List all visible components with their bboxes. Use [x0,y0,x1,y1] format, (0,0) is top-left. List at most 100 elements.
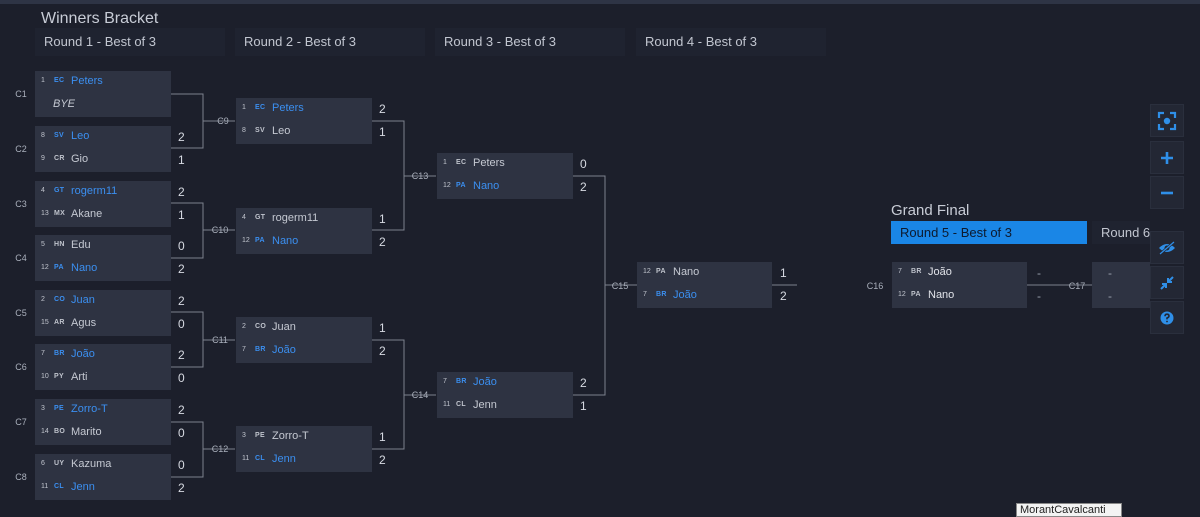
player-slot[interactable]: 4 GT rogerm11 [236,208,372,231]
seed: 2 [242,323,246,330]
player-slot[interactable]: - [1092,262,1150,285]
player-slot[interactable]: 10 PY Arti [35,367,171,390]
player-slot[interactable]: 12 PA Nano [892,285,1027,308]
player-slot[interactable]: 6 UY Kazuma [35,454,171,477]
player-slot[interactable]: 2 CO Juan [236,317,372,340]
player-name[interactable]: Nano [928,289,955,301]
player-name[interactable]: Zorro-T [272,430,309,442]
country-code: PY [54,373,64,380]
player-name[interactable]: rogerm11 [272,212,319,224]
score: 1 [580,399,587,413]
seed: 12 [41,264,49,271]
player-name[interactable]: Peters [272,102,304,114]
player-name[interactable]: João [272,344,296,356]
player-slot[interactable]: 1 EC Peters [236,98,372,121]
player-slot[interactable]: 1 EC Peters [437,153,573,176]
player-slot[interactable]: 9 CR Gio [35,149,171,172]
collapse-button[interactable] [1150,266,1184,299]
player-slot[interactable]: - [1092,285,1150,308]
country-code: CL [255,455,265,462]
zoom-in-button[interactable] [1150,141,1184,174]
help-button[interactable] [1150,301,1184,334]
score: - [1037,266,1041,280]
player-slot[interactable]: 12 PA Nano [637,262,772,285]
seed: 12 [643,268,651,275]
player-name[interactable]: Nano [272,235,299,247]
country-code: CO [255,323,267,330]
player-slot[interactable]: 2 CO Juan [35,290,171,313]
score: 1 [379,125,386,139]
player-slot[interactable]: 7 BR João [637,285,772,308]
player-slot[interactable]: 13 MX Akane [35,204,171,227]
player-slot[interactable]: 11 CL Jenn [236,449,372,472]
player-slot[interactable]: 12 PA Nano [35,258,171,281]
player-name[interactable]: Gio [71,153,89,165]
score: 0 [580,157,587,171]
seed: 12 [898,291,906,298]
grand-final-title: Grand Final [891,202,970,219]
player-slot[interactable]: 3 PE Zorro-T [236,426,372,449]
player-slot[interactable]: 12 PA Nano [437,176,573,199]
country-code: BR [911,268,922,275]
player-slot[interactable]: 3 PE Zorro-T [35,399,171,422]
round-1-header: Round 1 - Best of 3 [35,28,225,56]
player-name[interactable]: Juan [71,294,95,306]
match-id: C8 [15,472,27,482]
player-slot[interactable]: 11 CL Jenn [437,395,573,418]
player-slot[interactable]: 7 BR João [35,344,171,367]
player-name[interactable]: João [71,348,95,360]
player-name[interactable]: Peters [71,75,103,87]
player-name[interactable]: Kazuma [71,458,112,470]
player-name[interactable]: João [928,266,952,278]
country-code: BR [255,346,266,353]
score: - [1108,289,1112,303]
player-name[interactable]: Edu [71,239,91,251]
match-id: C5 [15,308,27,318]
player-name[interactable]: Nano [71,262,98,274]
seed: 13 [41,210,49,217]
score: 1 [178,153,185,167]
player-slot[interactable]: 11 CL Jenn [35,477,171,500]
score: 1 [379,212,386,226]
seed: 11 [242,455,250,462]
player-name[interactable]: Jenn [473,399,497,411]
player-name[interactable]: Juan [272,321,296,333]
player-slot[interactable]: 7 BR João [236,340,372,363]
score: 0 [178,426,185,440]
country-code: MX [54,210,66,217]
player-name[interactable]: Leo [71,130,90,142]
player-slot[interactable]: 5 HN Edu [35,235,171,258]
player-name[interactable]: Nano [673,266,700,278]
player-name[interactable]: Jenn [71,481,95,493]
seed: 15 [41,319,49,326]
zoom-out-button[interactable] [1150,176,1184,209]
match-id: C9 [217,116,229,126]
focus-button[interactable] [1150,104,1184,137]
toggle-visibility-button[interactable] [1150,231,1184,264]
player-slot[interactable]: 8 SV Leo [35,126,171,149]
player-slot[interactable]: 7 BR João [437,372,573,395]
seed: 7 [41,350,45,357]
player-slot[interactable]: 7 BR João [892,262,1027,285]
player-slot[interactable]: 8 SV Leo [236,121,372,144]
player-name[interactable]: João [473,376,497,388]
player-name[interactable]: rogerm11 [71,185,118,197]
player-name[interactable]: Agus [71,317,97,329]
player-name[interactable]: Jenn [272,453,296,465]
player-name[interactable]: João [673,289,697,301]
player-name[interactable]: Arti [71,371,88,383]
player-slot[interactable]: 4 GT rogerm11 [35,181,171,204]
player-slot[interactable]: 12 PA Nano [236,231,372,254]
score: 2 [379,235,386,249]
match-id: C1 [15,89,27,99]
player-name[interactable]: Leo [272,125,291,137]
player-slot[interactable]: 15 AR Agus [35,313,171,336]
player-name[interactable]: Peters [473,157,505,169]
player-name[interactable]: Akane [71,208,103,220]
player-name[interactable]: Zorro-T [71,403,108,415]
player-name[interactable]: Nano [473,180,500,192]
player-name[interactable]: Marito [71,426,102,438]
player-slot[interactable]: 1 EC Peters [35,71,171,94]
player-slot[interactable]: 14 BO Marito [35,422,171,445]
match-id: C7 [15,417,27,427]
